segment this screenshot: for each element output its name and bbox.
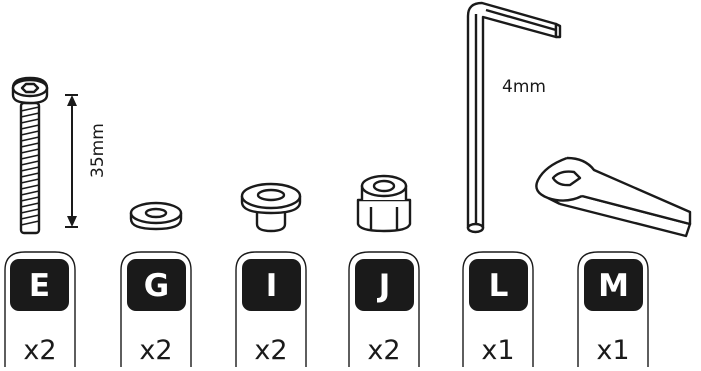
part-card-J: J x2: [348, 251, 420, 367]
part-card-M: M x1: [577, 251, 649, 367]
part-letter: E: [29, 268, 50, 304]
part-quantity: x2: [367, 335, 400, 366]
part-letter: M: [598, 268, 629, 304]
bolt-icon: [11, 76, 49, 235]
part-quantity: x1: [596, 335, 629, 366]
part-letter: I: [266, 268, 278, 304]
part-letter-badge: [469, 259, 528, 311]
part-letter-badge: [242, 259, 301, 311]
part-quantity: x1: [481, 335, 514, 366]
part-card-E: E x2: [4, 251, 76, 367]
part-card-L: L x1: [462, 251, 534, 367]
part-letter-badge: [127, 259, 186, 311]
allen-key-icon: [466, 1, 562, 234]
part-card-G: G x2: [120, 251, 192, 367]
part-letter: L: [489, 268, 509, 304]
part-quantity: x2: [139, 335, 172, 366]
part-letter-badge: [355, 259, 414, 311]
part-quantity: x2: [254, 335, 287, 366]
part-letter-badge: [10, 259, 69, 311]
lock-nut-icon: [356, 174, 412, 233]
part-letter-badge: [584, 259, 643, 311]
part-letter: J: [377, 268, 391, 304]
part-letter: G: [144, 268, 169, 304]
length-dimension-arrow: [65, 94, 78, 228]
part-card-I: I x2: [235, 251, 307, 367]
allen-key-size-label: 4mm: [502, 77, 546, 97]
washer-icon: [129, 201, 183, 231]
flanged-bushing-icon: [240, 182, 302, 233]
screw-length-label: 35mm: [88, 123, 108, 178]
part-quantity: x2: [23, 335, 56, 366]
spanner-icon: [535, 156, 692, 238]
